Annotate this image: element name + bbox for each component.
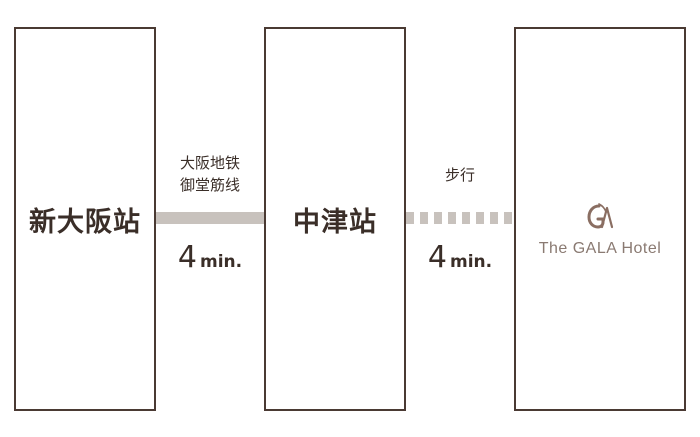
gala-monogram-icon xyxy=(587,203,614,229)
route-label-subway-line2: 御堂筋线 xyxy=(179,176,240,194)
station-label-shin-osaka: 新大阪站 xyxy=(29,206,141,238)
route-label-subway: 大阪地铁 御堂筋线 xyxy=(156,152,264,196)
route-label-subway-line1: 大阪地铁 xyxy=(179,154,240,172)
hotel-box: The GALA Hotel xyxy=(514,27,686,411)
station-box-nakatsu: 中津站 xyxy=(264,27,406,411)
station-box-shin-osaka: 新大阪站 xyxy=(14,27,156,411)
travel-time-walk-value: 4 xyxy=(427,240,447,275)
station-label-nakatsu: 中津站 xyxy=(293,206,377,238)
route-label-walk-text: 步行 xyxy=(444,166,475,184)
hotel-brand: The GALA Hotel xyxy=(539,200,662,258)
travel-time-walk-unit: min. xyxy=(449,252,493,272)
hotel-name: The GALA Hotel xyxy=(538,240,662,257)
travel-time-subway-unit: min. xyxy=(199,252,243,272)
route-label-walk: 步行 xyxy=(406,164,514,186)
subway-connector-line xyxy=(156,212,264,224)
walking-connector-line xyxy=(406,212,512,224)
travel-time-subway-value: 4 xyxy=(177,240,197,275)
